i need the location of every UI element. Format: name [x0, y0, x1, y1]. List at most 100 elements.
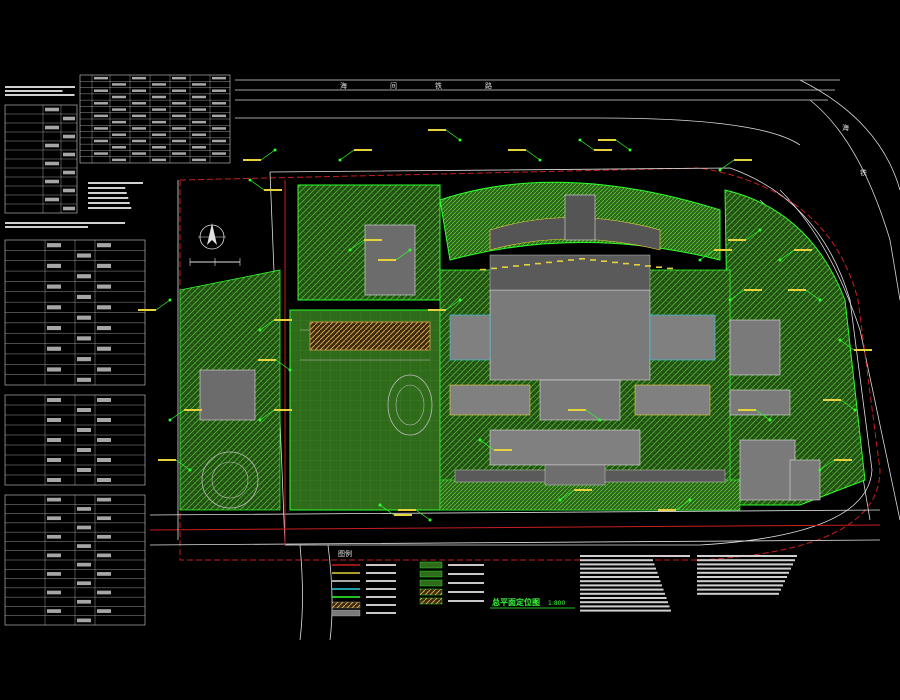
table-top-cell-mark [112, 158, 126, 162]
table-4-cell-mark [47, 534, 61, 539]
dimension-mark [667, 267, 673, 270]
callout-leader [559, 489, 575, 501]
callout-leader [585, 409, 601, 421]
note-line [88, 187, 126, 189]
table-top-cell-mark [152, 133, 166, 136]
table-3-cell-mark [47, 438, 61, 442]
notes-block-bottom [5, 86, 797, 612]
callout-label [734, 159, 752, 161]
table-2-cell-mark [77, 357, 91, 362]
table-3-cell-mark [97, 438, 111, 442]
scale-bar [189, 258, 241, 266]
legend-text-mark [366, 604, 396, 606]
callout-label [428, 129, 446, 131]
table-top-cell-mark [152, 158, 166, 162]
note-line [5, 94, 75, 96]
note-line [697, 580, 785, 583]
callout-label [364, 239, 382, 241]
table-4-cell-mark [97, 553, 111, 558]
callout-label [714, 249, 732, 251]
legend-text-mark [366, 612, 396, 614]
callout-leader [699, 249, 715, 261]
table-4-cell-mark [97, 497, 111, 502]
callout-label [394, 514, 412, 516]
callout-label [494, 449, 512, 451]
table-3-cell-mark [77, 408, 91, 412]
callout-leader [839, 339, 855, 351]
dimension-mark [502, 266, 508, 268]
table-1-cell-mark [63, 170, 75, 175]
table-4-cell-mark [47, 516, 61, 521]
callout-leader [755, 409, 771, 421]
table-top-cell-mark [94, 114, 108, 118]
table-top-cell-mark [192, 108, 206, 111]
callout-label [658, 509, 676, 511]
dimension-mark [612, 261, 618, 264]
table-2-cell-mark [97, 284, 111, 289]
callout-leader [339, 149, 355, 161]
dimension-mark [480, 268, 486, 271]
legend-text-mark [448, 582, 484, 584]
callout-leader [479, 439, 495, 451]
table-2-cell-mark [97, 243, 111, 248]
legend-swatch [331, 601, 361, 609]
table-top-cell-mark [172, 102, 186, 105]
dimension-callouts [138, 129, 872, 522]
table-4-cell-mark [97, 609, 111, 613]
legend-text-mark [366, 572, 396, 574]
callout-point [258, 328, 262, 332]
callout-label [568, 409, 586, 411]
dimension-mark [557, 260, 563, 262]
callout-point [458, 138, 462, 142]
table-2-cell-mark [47, 367, 61, 372]
table-2-cell-mark [97, 367, 111, 372]
callout-label [508, 149, 526, 151]
table-1-cell-mark [63, 116, 75, 121]
callout-label [728, 239, 746, 241]
legend-text-mark [366, 596, 396, 598]
table-4-cell-mark [77, 562, 91, 567]
notes-block-left [88, 182, 143, 209]
note-line [697, 571, 789, 574]
callout-label [264, 189, 282, 191]
callout-point [698, 258, 702, 262]
table-3-cell-mark [97, 458, 111, 462]
table-top-cell-mark [112, 83, 126, 86]
callout-label [594, 149, 612, 151]
legend-swatch [419, 570, 443, 578]
callout-leader [745, 229, 761, 241]
callout-leader [169, 409, 185, 421]
table-2-cell-mark [77, 377, 91, 382]
parking-area [309, 321, 431, 351]
note-line [88, 202, 130, 204]
drawing-title: 总平面定位图 1:800 [490, 597, 575, 609]
callout-label [378, 259, 396, 261]
note-line [697, 588, 781, 591]
dimension-mark [524, 264, 530, 266]
callout-point [273, 148, 277, 152]
legend-text-mark [448, 591, 484, 593]
table-top-cell-mark [132, 139, 146, 143]
callout-leader [445, 299, 461, 311]
table-4-cell-mark [77, 599, 91, 604]
note-line [580, 588, 664, 591]
note-line [697, 567, 791, 570]
callout-label [428, 309, 446, 311]
callout-point [168, 418, 172, 422]
callout-label [184, 409, 202, 411]
table-top-cell-mark [172, 76, 186, 80]
legend-text-mark [366, 588, 396, 590]
callout-point [428, 518, 432, 522]
table-4-cell-mark [77, 507, 91, 511]
table-top-cell-mark [152, 120, 166, 124]
table-4-cell-mark [97, 590, 111, 595]
table-top-cell-mark [172, 152, 186, 155]
table-top-cell-mark [112, 108, 126, 111]
dimension-mark [601, 260, 607, 262]
dimension-mark [623, 262, 629, 265]
callout-leader [819, 459, 835, 471]
table-top-cell-mark [132, 127, 146, 130]
table-top-cell-mark [192, 83, 206, 86]
table-3-cell-mark [47, 458, 61, 462]
